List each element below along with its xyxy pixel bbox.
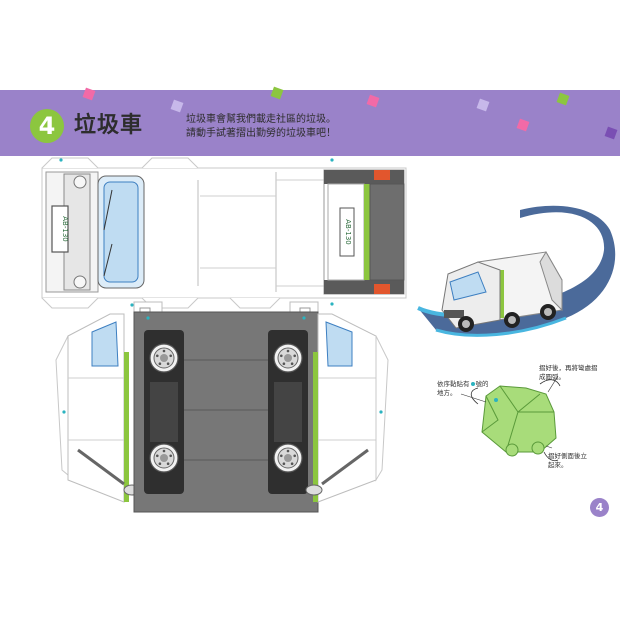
description: 垃圾車會幫我們載走社區的垃圾。 請動手試著摺出勤勞的垃圾車吧！ — [186, 113, 336, 141]
top-strip: AB-130 — [41, 157, 407, 309]
fold-side-instruction: 摺好側面後立 起來。 — [548, 452, 587, 470]
step-number-badge: 4 — [30, 109, 64, 143]
glue-instruction-line: 依序黏貼有 — [437, 380, 470, 388]
fold-top-instruction-line: 摺好後，再將彎處摺 — [539, 364, 598, 372]
glue-dot-icon — [62, 316, 383, 414]
truck-front-panel: AB-130 — [45, 171, 99, 293]
page-number: 4 — [590, 498, 609, 517]
folding-diagram — [460, 375, 561, 462]
curved-arrow-icon — [470, 379, 561, 462]
license-plate: AB-130 — [61, 216, 69, 241]
license-plate: AB-130 — [344, 219, 352, 244]
glue-instruction: 依序黏貼有號的 地方。 — [437, 380, 489, 398]
fold-side-instruction-line: 起來。 — [548, 461, 568, 469]
headlight-icon — [73, 175, 87, 289]
windshield-icon — [97, 175, 145, 289]
page-title: 垃圾車 — [74, 113, 144, 138]
description-line: 請動手試著摺出勤勞的垃圾車吧！ — [186, 128, 336, 139]
glue-dot-icon — [59, 158, 334, 307]
description-line: 垃圾車會幫我們載走社區的垃圾。 — [186, 114, 336, 125]
truck-body-net — [55, 301, 389, 513]
truck-roof-panel — [197, 172, 324, 292]
glue-instruction-line: 地方。 — [437, 389, 457, 397]
assembled-truck-illustration — [417, 205, 616, 337]
fold-side-instruction-line: 摺好側面後立 — [548, 452, 587, 460]
fold-top-instruction: 摺好後，再將彎處摺 成圓弧。 — [539, 364, 598, 382]
fold-top-instruction-line: 成圓弧。 — [539, 373, 565, 381]
truck-rear-panel: AB-130 — [323, 169, 405, 295]
glue-dot-icon — [494, 398, 498, 402]
glue-instruction-line: 號的 — [475, 380, 489, 388]
mirror-icon — [305, 448, 369, 496]
header-banner — [0, 86, 620, 156]
truck-underside — [133, 311, 319, 513]
glue-dot-icon — [470, 382, 475, 386]
